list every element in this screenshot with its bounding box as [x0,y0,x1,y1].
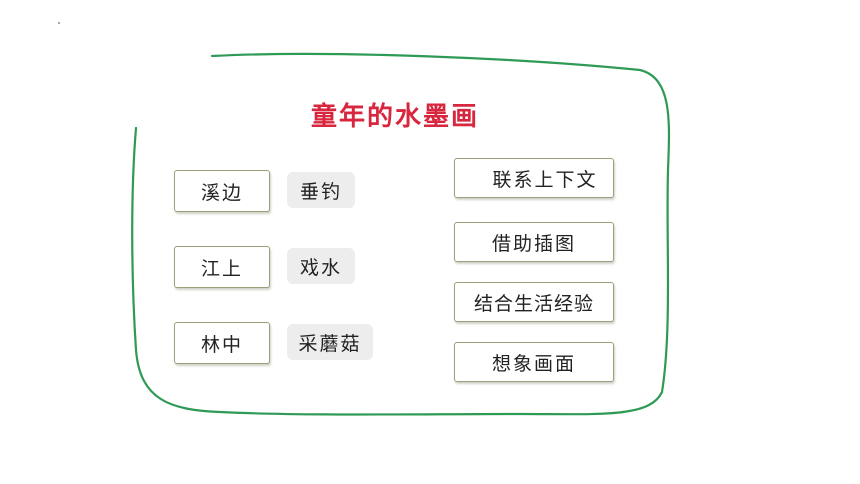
place-box: 林中 [174,322,270,364]
activity-card: 采蘑菇 [287,324,373,360]
activity-label: 垂钓 [299,180,342,203]
activity-label: 戏水 [299,256,342,279]
slide-title: 童年的水墨画 [310,102,479,132]
method-label: 想象画面 [491,352,576,375]
place-label: 溪边 [201,181,244,204]
activity-card: 戏水 [287,248,355,284]
place-box: 江上 [174,246,270,288]
method-label: 借助插图 [491,232,576,255]
method-box: 想象画面 [454,342,614,382]
activity-card: 垂钓 [287,172,355,208]
place-label: 江上 [201,257,244,280]
place-box: 溪边 [174,170,270,212]
place-label: 林中 [201,333,244,356]
method-box: 借助插图 [454,222,614,262]
activity-label: 采蘑菇 [298,332,362,355]
method-box: 结合生活经验 [454,282,614,322]
method-label: 结合生活经验 [473,292,594,315]
corner-dot [58,22,60,24]
method-label: 联系上下文 [492,168,598,191]
method-box: 联系上下文 [454,158,614,198]
